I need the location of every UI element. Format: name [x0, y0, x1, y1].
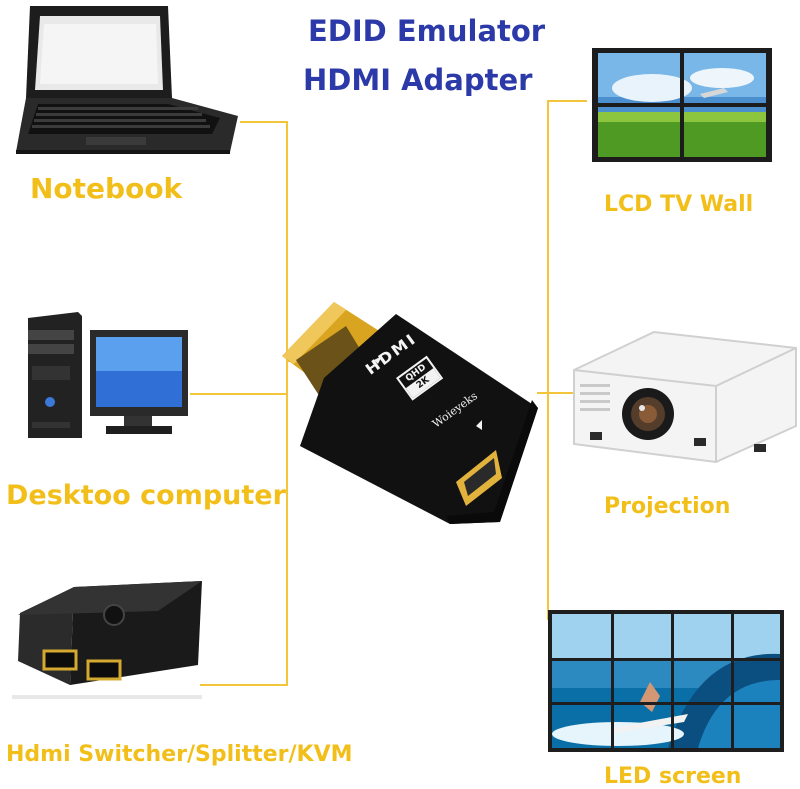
lcd-tv-wall-label: LCD TV Wall: [604, 192, 754, 217]
hdmi-adapter-image: [282, 302, 538, 524]
notebook-image: [16, 6, 238, 154]
hdmi-switcher-image: [12, 581, 202, 699]
led-screen-label: LED screen: [604, 764, 742, 789]
projection-label: Projection: [604, 494, 731, 519]
led-screen-image: [548, 610, 784, 752]
desktop-computer-label: Desktoo computer: [6, 480, 286, 511]
lcd-tv-wall-image: [592, 48, 772, 162]
notebook-label: Notebook: [30, 172, 183, 205]
title-line-2: HDMI Adapter: [303, 63, 533, 97]
title-line-1: EDID Emulator: [308, 14, 546, 48]
desktop-computer-image: [28, 312, 188, 438]
projector-image: [573, 330, 797, 464]
hdmi-switcher-label: Hdmi Switcher/Splitter/KVM: [6, 742, 353, 767]
